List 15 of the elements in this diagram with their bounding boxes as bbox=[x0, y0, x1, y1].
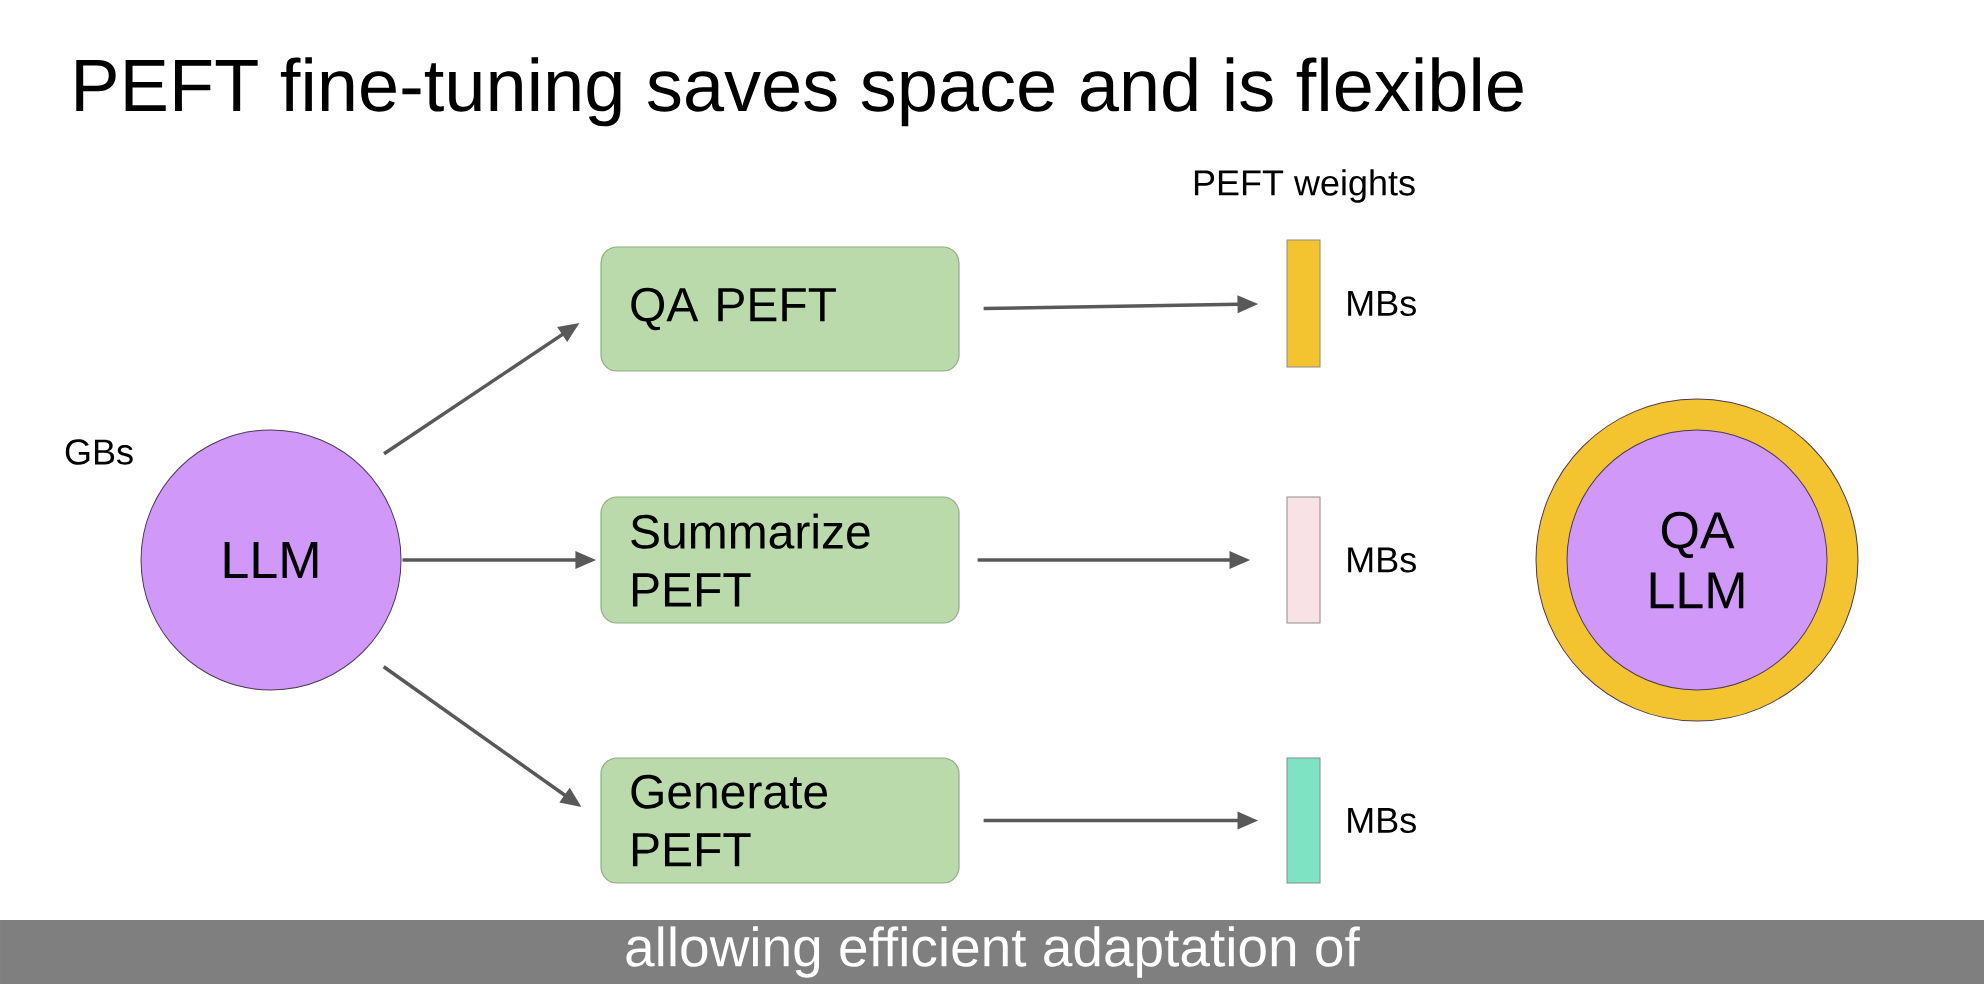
side-label: MBs bbox=[1348, 807, 1416, 834]
side-label: MBs bbox=[1348, 290, 1416, 317]
circle-node: LLM bbox=[140, 429, 402, 691]
bar bbox=[1286, 757, 1321, 884]
bar bbox=[1286, 496, 1321, 624]
side-label: MBs bbox=[1348, 547, 1416, 573]
bar bbox=[1286, 239, 1321, 368]
process-box: QA PEFT bbox=[600, 246, 960, 372]
side-label: GBs bbox=[65, 439, 133, 465]
title: PEFT fine-tuning saves space and is flexible bbox=[76, 57, 1523, 127]
process-box: Generate PEFT bbox=[600, 757, 960, 884]
circle-node: QA LLM bbox=[1566, 429, 1828, 691]
subtitle-bar: allowing efficient adaptation of bbox=[0, 920, 1984, 984]
process-box: Summarize PEFT bbox=[600, 496, 960, 624]
column-heading: PEFT weights bbox=[1194, 169, 1415, 203]
